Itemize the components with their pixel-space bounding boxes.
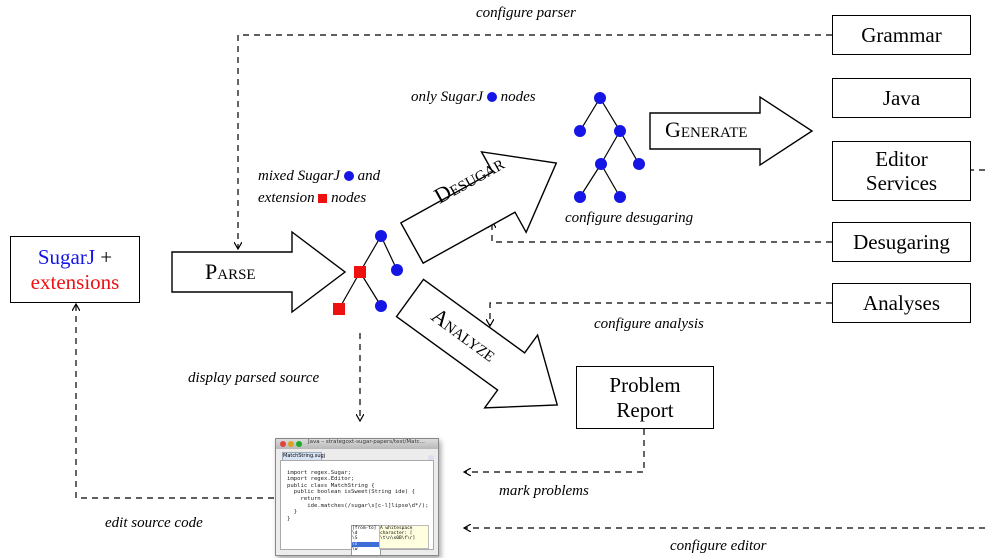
extensions-label: extensions [30,269,120,294]
completion-tooltip: A whitespace character: [ \t\n\x0B\f\r] [379,525,429,549]
analyze-arrow [395,278,559,409]
editor-code: import regex.Sugar; import regex.Editor;… [287,463,428,522]
sugarj-tree-node [594,92,606,104]
completion-item: \S [352,536,358,542]
mixed-sugarj-text: mixed SugarJ [258,168,341,184]
mark-problems-label: mark problems [499,483,589,499]
editor-services-line1: Editor [875,146,928,171]
generate-arrow [649,95,814,167]
problem-report-line2: Report [616,397,674,422]
editor-services-box: Editor Services [832,141,971,201]
desugaring-box: Desugaring [832,222,971,262]
mark-problems-line [465,429,645,472]
code-line: } [287,515,291,522]
completion-item: \d [352,531,358,537]
java-box: Java [832,78,971,118]
completion-item: \s [352,541,380,547]
mixed-tree-extension-node [333,303,345,315]
configure-desugaring-label: configure desugaring [565,210,694,226]
sugarj-tree-node [614,191,626,203]
parse-arrow [171,230,347,314]
configure-editor-label: configure editor [670,538,767,554]
extension-node-icon [318,194,328,203]
editor-pane: import regex.Sugar; import regex.Editor;… [280,460,434,555]
sugarj-tree-node [574,191,586,203]
sugarj-tree-node [633,158,645,170]
sugarj-tree-node [595,158,607,170]
editor-services-line2: Services [865,171,938,195]
only-sugarj-nodes-text: nodes [500,89,536,105]
parse-step-label: Parse [205,259,256,284]
editor-title: Java – strategoxt-sugar-papers/test/Matc… [308,439,425,445]
sugarj-tree-node [614,125,626,137]
edit-source-code-line [76,305,274,499]
configure-analysis-label: configure analysis [594,316,704,332]
configure-analysis-line [490,302,832,325]
close-icon [280,441,286,447]
sugarj-label: SugarJ [37,245,96,270]
code-line: import regex.Editor; [287,476,355,483]
code-line: public boolean isSweet(String ide) { [287,489,415,496]
generate-step-label: Generate [665,117,748,142]
only-sugarj-text: only SugarJ [411,89,484,105]
editor-screenshot: Java – strategoxt-sugar-papers/test/Matc… [275,438,439,556]
code-line: public class MatchString { [287,482,375,489]
problem-report-line1: Problem [609,373,681,398]
sugarj-tree-node [574,125,586,137]
mixed-tree-sugarj-node [391,264,403,276]
editor-titlebar: Java – strategoxt-sugar-papers/test/Matc… [276,439,438,449]
mixed-tree-extension-node [354,266,366,278]
zoom-icon [296,441,302,447]
mixed-line1-label: mixed SugarJ and [258,168,380,185]
minimize-icon [288,441,294,447]
sugarj-tree [579,97,640,198]
configure-parser-label: configure parser [476,5,576,21]
problem-report-box: Problem Report [576,366,714,429]
completion-popup: [from-to] \d \S \s \w [351,525,381,555]
mixed-tree-sugarj-node [375,230,387,242]
source-box: SugarJ + extensions [10,236,140,303]
mixed-tree-sugarj-node [375,300,387,312]
mixed-and-text: and [357,168,381,184]
desugar-arrow [399,150,558,265]
mixed-line2-label: extension nodes [258,190,366,207]
code-line: import regex.Sugar; [287,469,351,476]
plus-label: + [95,245,113,270]
only-sugarj-label: only SugarJ nodes [411,89,536,106]
mixed-extension-text: extension [258,190,315,206]
grammar-box: Grammar [832,15,971,55]
edit-source-code-label: edit source code [105,515,203,531]
sugarj-node-icon [343,171,354,181]
completion-item: \w [352,546,358,552]
configure-parser-line [238,34,832,248]
display-parsed-source-label: display parsed source [188,370,320,386]
code-line: ide.matches(/sugar\s[c-l]lipse\d*/); [287,502,429,509]
code-line: } [287,509,298,516]
sugarj-node-icon [486,92,497,102]
configure-desugaring-line [492,222,832,243]
completion-item: [from-to] [352,526,377,531]
analyses-box: Analyses [832,283,971,323]
mixed-tree [338,235,398,310]
mixed-nodes-text: nodes [331,190,367,206]
code-line: return [287,495,321,502]
